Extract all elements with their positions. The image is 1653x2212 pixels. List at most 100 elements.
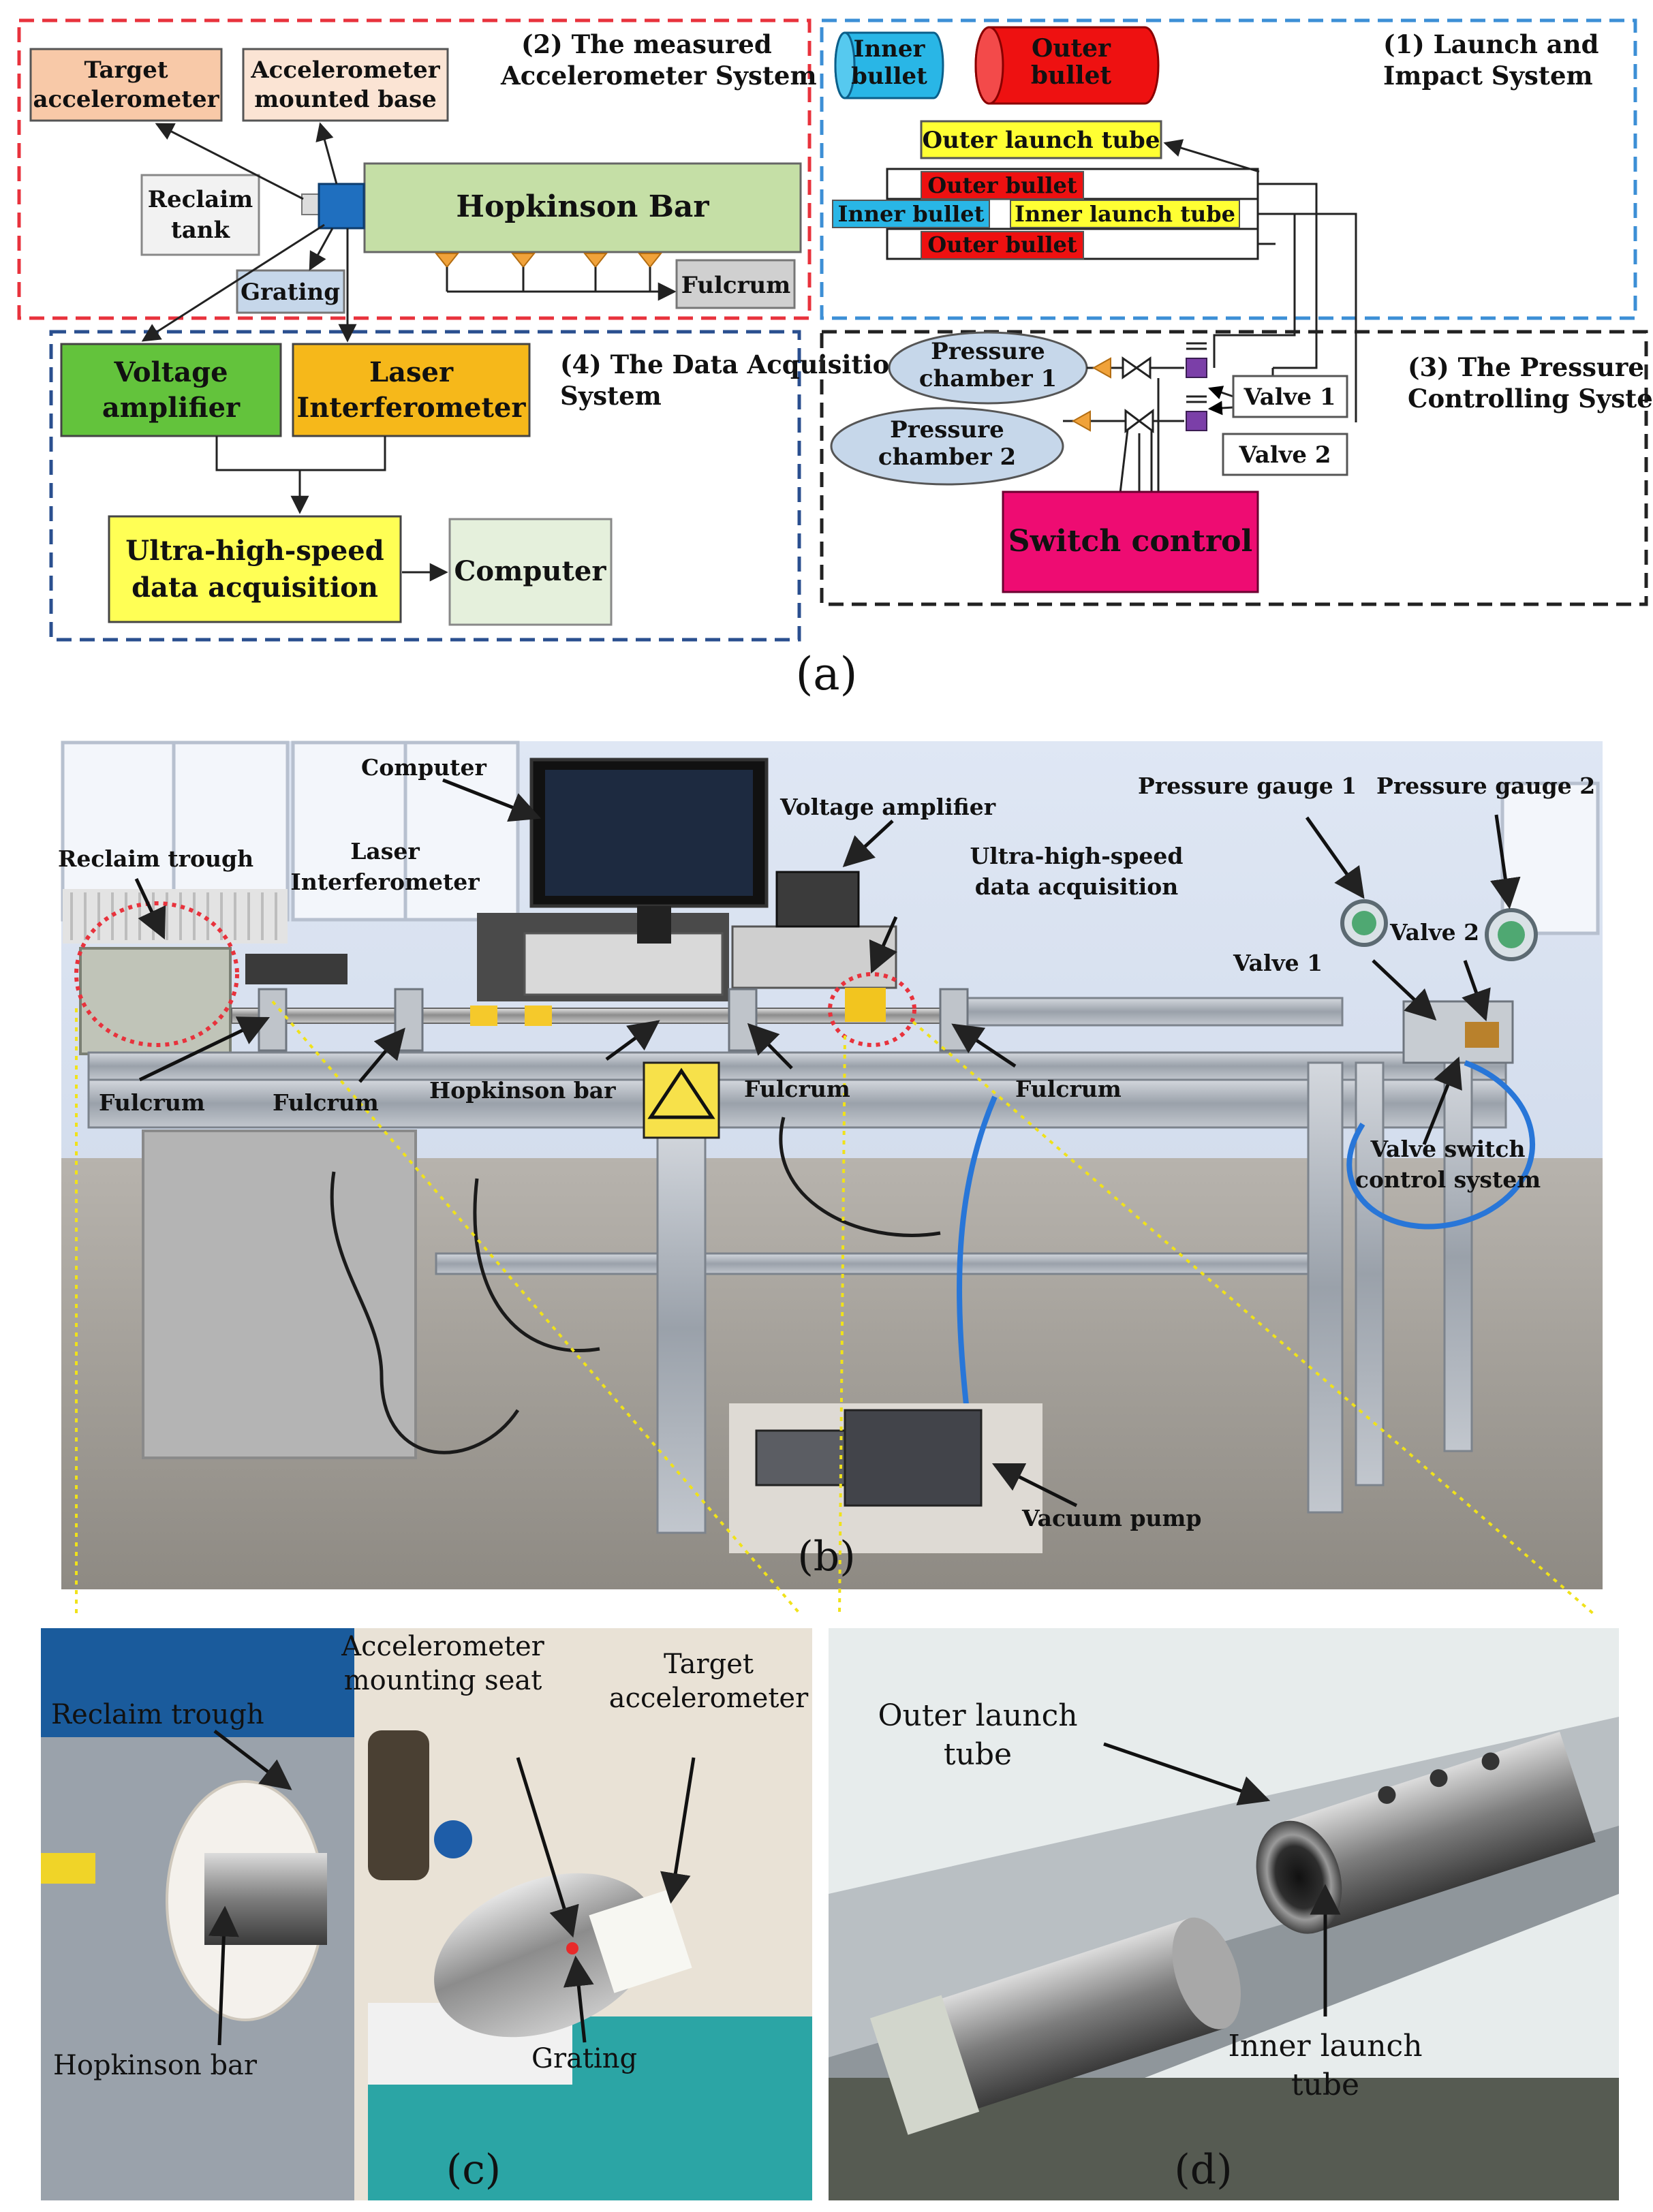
reclaim-tank-block	[140, 174, 260, 256]
bullet-device	[869, 1917, 1241, 2135]
radiator	[63, 889, 288, 944]
ultra-high-speed-block	[108, 515, 402, 623]
accelerometer-block	[318, 183, 365, 230]
grating-block	[236, 269, 345, 314]
photo-c-rail-top	[41, 1628, 354, 1737]
outer-bullet-bottom-label: Outer bullet	[927, 232, 1077, 258]
photo-arrows	[134, 778, 1521, 1508]
photo-d-arrows	[1103, 1742, 1341, 2016]
bar-tape-1	[470, 1006, 497, 1026]
valve-1-block	[1232, 375, 1348, 418]
blue-tube-1	[957, 1095, 998, 1418]
accelerometer-base-block	[242, 48, 449, 122]
photo-fulcrum-4-label: Fulcrum	[1015, 1076, 1122, 1102]
computer-label: Computer	[454, 555, 607, 587]
pressure-piping	[1213, 183, 1357, 422]
monitor-screen	[545, 770, 753, 896]
accelerometer-base-label: Accelerometer mounted base	[251, 57, 440, 113]
photo-fulcrum-1-label: Fulcrum	[99, 1089, 205, 1116]
photo-fulcrum-2-label: Fulcrum	[273, 1089, 379, 1116]
photo-c-accelerometer-seat-label: Accelerometer mounting seat	[341, 1631, 544, 1696]
photo-c-hopkinson-bar-label: Hopkinson bar	[53, 2050, 258, 2081]
fulcrum-block	[675, 259, 796, 309]
mount-connector	[301, 193, 320, 215]
vacuum-pump-device	[844, 1409, 983, 1507]
valve-2-block	[1222, 433, 1348, 476]
photo-c-target-accelerometer-label: Target accelerometer	[608, 1649, 809, 1714]
data-system-box	[49, 330, 801, 642]
target-accelerometer-wrap	[589, 1890, 692, 1993]
valve-2-label: Valve 2	[1238, 441, 1331, 469]
photo-pressure-gauge-2-label: Pressure gauge 2	[1376, 773, 1595, 799]
launch-rail	[953, 997, 1344, 1027]
bar-tape-2	[525, 1006, 552, 1026]
ultra-high-speed-label: Ultra-high-speed data acquisition	[125, 534, 384, 604]
photo-c-hole	[368, 1730, 429, 1880]
target-accelerometer-block	[29, 48, 223, 122]
inner-bullet-label: Inner bullet	[838, 201, 985, 227]
photo-fulcrum-3-label: Fulcrum	[744, 1076, 850, 1102]
switch-control-label: Switch control	[1008, 524, 1253, 559]
laser-interferometer-device	[245, 954, 347, 984]
laser-interferometer-label: Laser Interferometer	[296, 356, 526, 424]
cable-2	[473, 1178, 600, 1352]
target-accelerometer-label: Target accelerometer	[33, 57, 219, 113]
clamp	[845, 988, 886, 1022]
valve-1-label: Valve 1	[1243, 384, 1335, 411]
photo-laser-interferometer-label: Laser Interferometer	[290, 838, 480, 895]
bottom-rail	[435, 1252, 1323, 1275]
outer-launch-tube-block	[920, 120, 1162, 159]
warning-triangle-icon	[647, 1068, 715, 1119]
photo-voltage-amplifier-label: Voltage amplifier	[779, 794, 996, 820]
caption-c: (c)	[446, 2146, 501, 2194]
panel-a: (2) The measured Accelerometer System (1…	[17, 18, 1653, 700]
panel-c: Accelerometer mounting seat Target accel…	[41, 1628, 812, 2200]
gauge-1-face	[1352, 911, 1376, 935]
photo-valve-2-label: Valve 2	[1389, 919, 1479, 946]
caption-a: (a)	[796, 648, 858, 700]
voltage-amplifier-device	[775, 871, 860, 928]
photo-vacuum-pump-label: Vacuum pump	[1021, 1505, 1202, 1531]
caption-b: (b)	[797, 1533, 855, 1580]
valve-brass	[1465, 1022, 1499, 1048]
photo-c-grating-label: Grating	[531, 2043, 637, 2074]
instrument-box	[523, 932, 724, 996]
photo-c-tape	[41, 1853, 95, 1884]
pressure-chamber-2	[830, 407, 1064, 486]
gauge-2-face	[1498, 921, 1525, 948]
grating-label: Grating	[241, 279, 340, 306]
daq-box	[731, 925, 897, 989]
fulcrum-label: Fulcrum	[681, 272, 791, 299]
reclaim-highlight-circle	[74, 901, 239, 1047]
measured-system-box	[17, 18, 812, 320]
photo-reclaim-trough-label: Reclaim trough	[58, 845, 253, 872]
caption-d: (d)	[1174, 2146, 1232, 2194]
outer-tube-arrow	[1163, 139, 1260, 173]
switch-control-block	[1002, 490, 1259, 593]
reclaim-trough-device	[79, 947, 232, 1055]
photo-valve-1-label: Valve 1	[1233, 950, 1323, 976]
concrete-block	[142, 1130, 417, 1459]
launch-highlight-circle	[828, 972, 916, 1047]
zoom-lines	[75, 1000, 1596, 1616]
photo-c-arrows	[208, 1730, 696, 2046]
photo-c-fitting	[434, 1820, 472, 1858]
photo-d-outer-launch-tube-label: Outer launch tube	[878, 1698, 1078, 1773]
voltage-amplifier-label: Voltage amplifier	[102, 356, 241, 424]
lower-rail	[87, 1078, 1507, 1129]
launch-system-box	[820, 18, 1637, 320]
accelerometer-arrows	[141, 122, 357, 343]
voltage-amplifier-block	[60, 343, 282, 437]
photo-computer-label: Computer	[361, 754, 486, 781]
photo-hopkinson-bar-label: Hopkinson bar	[429, 1077, 616, 1104]
measured-system-label: (2) The measured Accelerometer System	[500, 29, 817, 91]
data-flow-lines	[215, 436, 448, 582]
